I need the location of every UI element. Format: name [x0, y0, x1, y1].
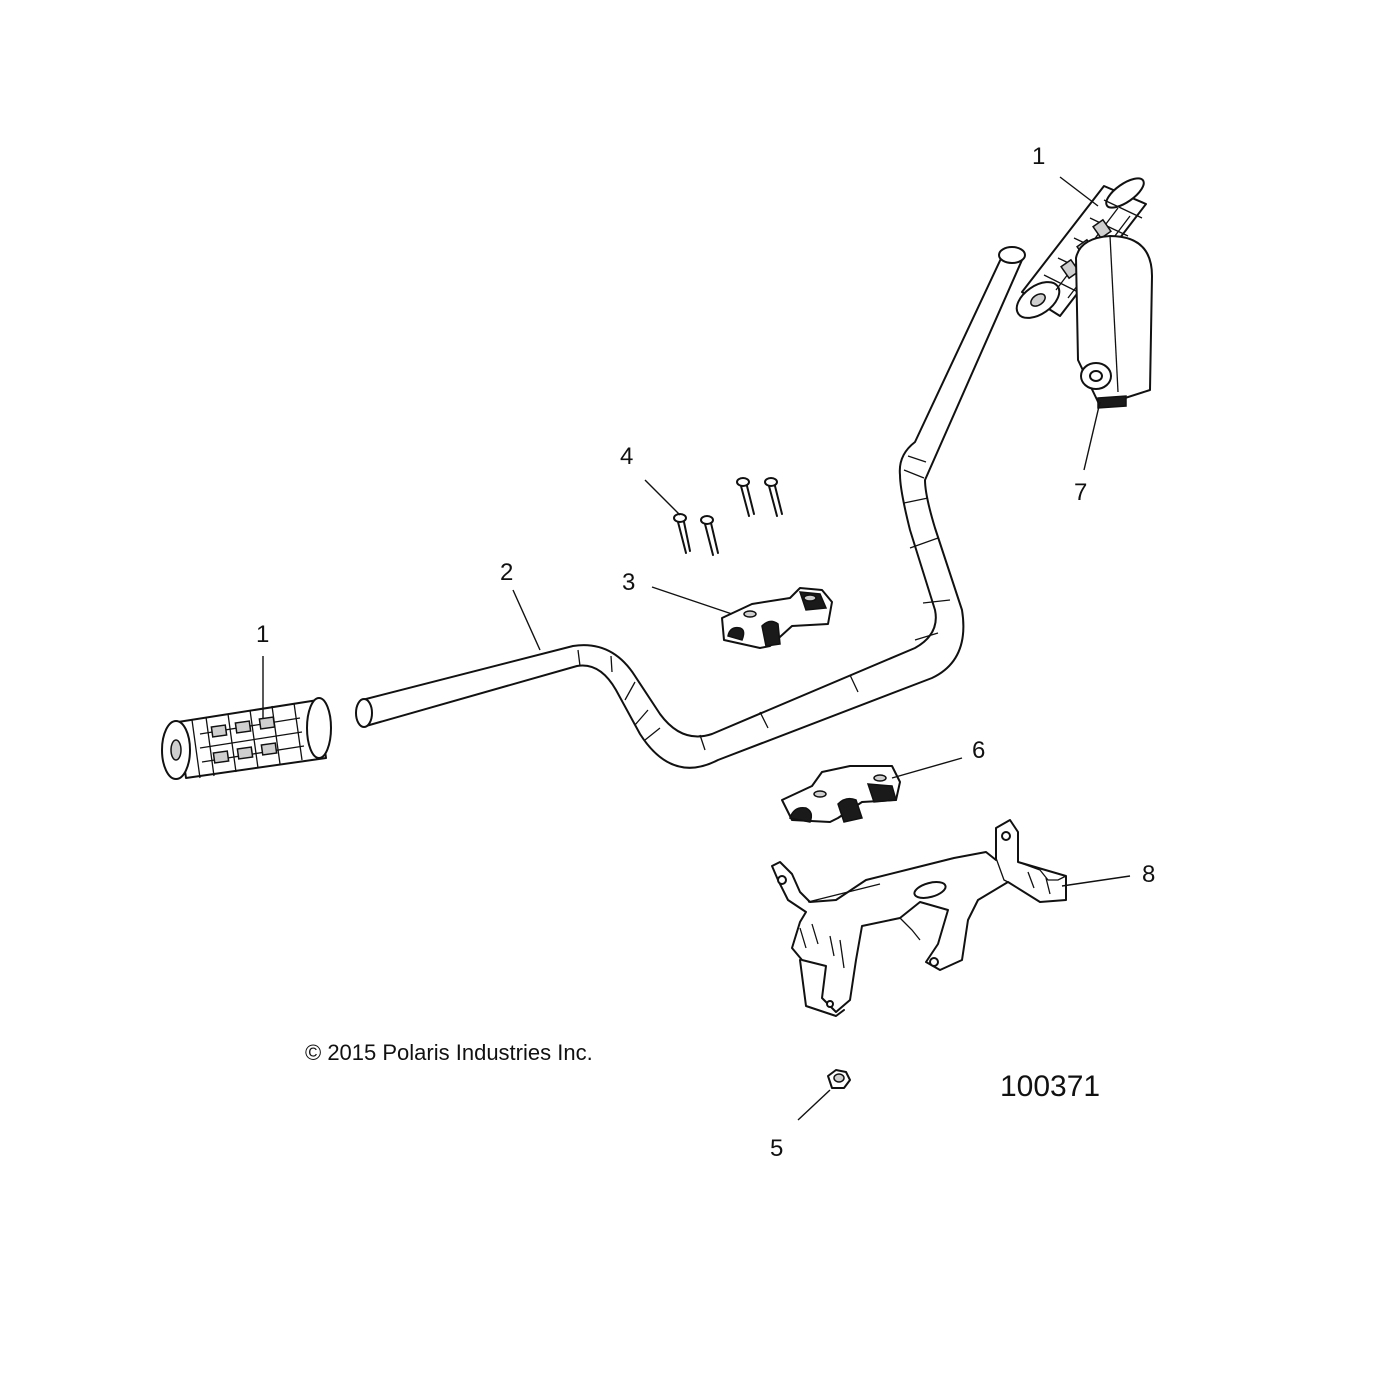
lower-clamp	[781, 765, 901, 823]
callout-switch-housing: 7	[1074, 479, 1087, 506]
grip-left	[161, 697, 332, 780]
mount-bracket	[771, 819, 1067, 1017]
callout-lower-clamp: 6	[972, 737, 985, 764]
callout-handlebar: 2	[500, 559, 513, 586]
leader-lines	[262, 176, 1131, 1121]
callout-grip-right: 1	[1032, 143, 1045, 170]
switch-housing	[1075, 235, 1153, 409]
handlebar	[355, 246, 1026, 769]
callout-grip-left: 1	[256, 621, 269, 648]
screws	[673, 477, 783, 556]
callout-mount-bracket: 8	[1142, 861, 1155, 888]
callout-screws: 4	[620, 443, 633, 470]
copyright-notice: © 2015 Polaris Industries Inc.	[305, 1040, 593, 1065]
callout-nut: 5	[770, 1135, 783, 1162]
upper-clamp	[721, 587, 833, 649]
figure-number: 100371	[1000, 1070, 1100, 1103]
nut	[827, 1069, 851, 1089]
callout-upper-clamp: 3	[622, 569, 635, 596]
